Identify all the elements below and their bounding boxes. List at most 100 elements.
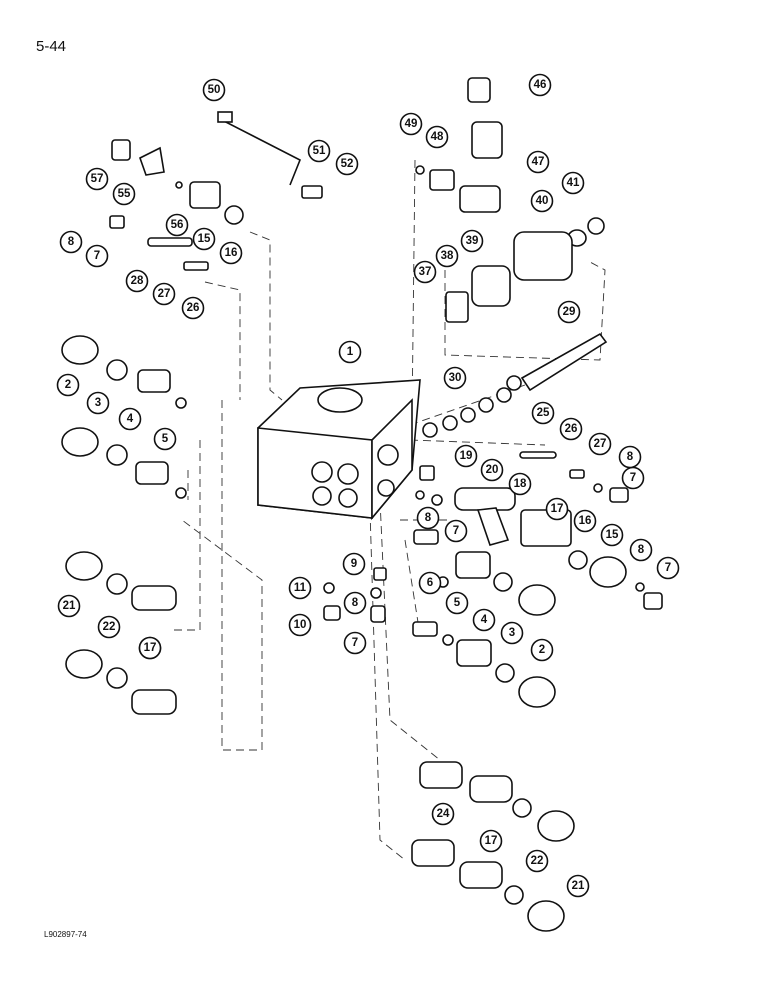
svg-text:52: 52 bbox=[341, 158, 354, 170]
callout-51: 51 bbox=[307, 139, 331, 163]
svg-text:30: 30 bbox=[449, 372, 462, 384]
svg-text:8: 8 bbox=[638, 544, 645, 556]
svg-text:20: 20 bbox=[486, 464, 499, 476]
callout-57: 57 bbox=[85, 167, 109, 191]
callout-22: 22 bbox=[97, 615, 121, 639]
callout-7: 7 bbox=[343, 631, 367, 655]
svg-text:46: 46 bbox=[534, 79, 547, 91]
svg-text:15: 15 bbox=[198, 233, 211, 245]
svg-text:27: 27 bbox=[594, 438, 607, 450]
callout-1: 1 bbox=[338, 340, 362, 364]
svg-text:7: 7 bbox=[453, 525, 459, 537]
callout-3: 3 bbox=[500, 621, 524, 645]
callout-4: 4 bbox=[118, 407, 142, 431]
callout-49: 49 bbox=[399, 112, 423, 136]
callout-6: 6 bbox=[418, 571, 442, 595]
callout-38: 38 bbox=[435, 244, 459, 268]
parts bbox=[61, 77, 663, 932]
svg-text:1: 1 bbox=[347, 346, 354, 358]
svg-text:16: 16 bbox=[225, 247, 238, 259]
callout-7: 7 bbox=[656, 556, 680, 580]
callout-3: 3 bbox=[86, 391, 110, 415]
svg-text:38: 38 bbox=[441, 250, 454, 262]
callout-40: 40 bbox=[530, 189, 554, 213]
callout-2: 2 bbox=[56, 373, 80, 397]
page-number: 5-44 bbox=[36, 38, 67, 55]
assembly-guide-lines bbox=[170, 159, 606, 861]
svg-text:17: 17 bbox=[551, 503, 564, 515]
callout-27: 27 bbox=[152, 282, 176, 306]
svg-text:26: 26 bbox=[187, 302, 200, 314]
svg-text:17: 17 bbox=[485, 835, 498, 847]
svg-text:16: 16 bbox=[579, 515, 592, 527]
callout-21: 21 bbox=[566, 874, 590, 898]
callout-29: 29 bbox=[557, 300, 581, 324]
svg-text:6: 6 bbox=[427, 577, 433, 589]
callout-7: 7 bbox=[621, 466, 645, 490]
callout-4: 4 bbox=[472, 608, 496, 632]
svg-text:17: 17 bbox=[144, 642, 157, 654]
callout-8: 8 bbox=[629, 538, 653, 562]
svg-text:8: 8 bbox=[68, 236, 75, 248]
document-code: L902897-74 bbox=[44, 930, 87, 939]
callout-8: 8 bbox=[343, 591, 367, 615]
svg-text:7: 7 bbox=[630, 472, 636, 484]
callout-48: 48 bbox=[425, 125, 449, 149]
callout-16: 16 bbox=[219, 241, 243, 265]
callout-55: 55 bbox=[112, 182, 136, 206]
callout-5: 5 bbox=[153, 427, 177, 451]
svg-text:22: 22 bbox=[103, 621, 116, 633]
svg-text:40: 40 bbox=[536, 195, 549, 207]
svg-text:22: 22 bbox=[531, 855, 544, 867]
callout-16: 16 bbox=[573, 509, 597, 533]
svg-text:8: 8 bbox=[425, 512, 432, 524]
callout-8: 8 bbox=[59, 230, 83, 254]
callout-21: 21 bbox=[57, 594, 81, 618]
callout-26: 26 bbox=[181, 296, 205, 320]
svg-text:5: 5 bbox=[454, 597, 461, 609]
callout-37: 37 bbox=[413, 260, 437, 284]
svg-text:37: 37 bbox=[419, 266, 432, 278]
svg-text:2: 2 bbox=[539, 644, 545, 656]
svg-text:56: 56 bbox=[171, 219, 184, 231]
callout-50: 50 bbox=[202, 78, 226, 102]
svg-text:9: 9 bbox=[351, 558, 357, 570]
callout-26: 26 bbox=[559, 417, 583, 441]
svg-text:15: 15 bbox=[606, 529, 619, 541]
svg-text:41: 41 bbox=[567, 177, 580, 189]
callout-22: 22 bbox=[525, 849, 549, 873]
svg-text:47: 47 bbox=[532, 156, 545, 168]
svg-text:3: 3 bbox=[95, 397, 101, 409]
svg-text:21: 21 bbox=[572, 880, 585, 892]
callout-25: 25 bbox=[531, 401, 555, 425]
callout-labels: 1 2 2 3 3 4 4 5 5 6 7 7 7 7 7 8 8 8 8 8 … bbox=[56, 73, 680, 898]
svg-text:21: 21 bbox=[63, 600, 76, 612]
svg-text:10: 10 bbox=[294, 619, 307, 631]
callout-7: 7 bbox=[444, 519, 468, 543]
svg-text:4: 4 bbox=[481, 614, 488, 626]
svg-text:7: 7 bbox=[665, 562, 671, 574]
callout-20: 20 bbox=[480, 458, 504, 482]
callout-2: 2 bbox=[530, 638, 554, 662]
svg-text:25: 25 bbox=[537, 407, 550, 419]
callout-11: 11 bbox=[288, 576, 312, 600]
svg-text:5: 5 bbox=[162, 433, 169, 445]
callout-18: 18 bbox=[508, 472, 532, 496]
svg-text:49: 49 bbox=[405, 118, 418, 130]
callout-46: 46 bbox=[528, 73, 552, 97]
svg-text:2: 2 bbox=[65, 379, 71, 391]
svg-text:50: 50 bbox=[208, 84, 221, 96]
valve-body bbox=[257, 379, 421, 521]
svg-text:7: 7 bbox=[94, 250, 100, 262]
callout-27: 27 bbox=[588, 432, 612, 456]
callout-15: 15 bbox=[192, 227, 216, 251]
svg-text:27: 27 bbox=[158, 288, 171, 300]
svg-text:19: 19 bbox=[460, 450, 473, 462]
svg-text:48: 48 bbox=[431, 131, 444, 143]
svg-text:11: 11 bbox=[294, 582, 307, 594]
svg-text:18: 18 bbox=[514, 478, 527, 490]
callout-52: 52 bbox=[335, 152, 359, 176]
callout-47: 47 bbox=[526, 150, 550, 174]
callout-15: 15 bbox=[600, 523, 624, 547]
